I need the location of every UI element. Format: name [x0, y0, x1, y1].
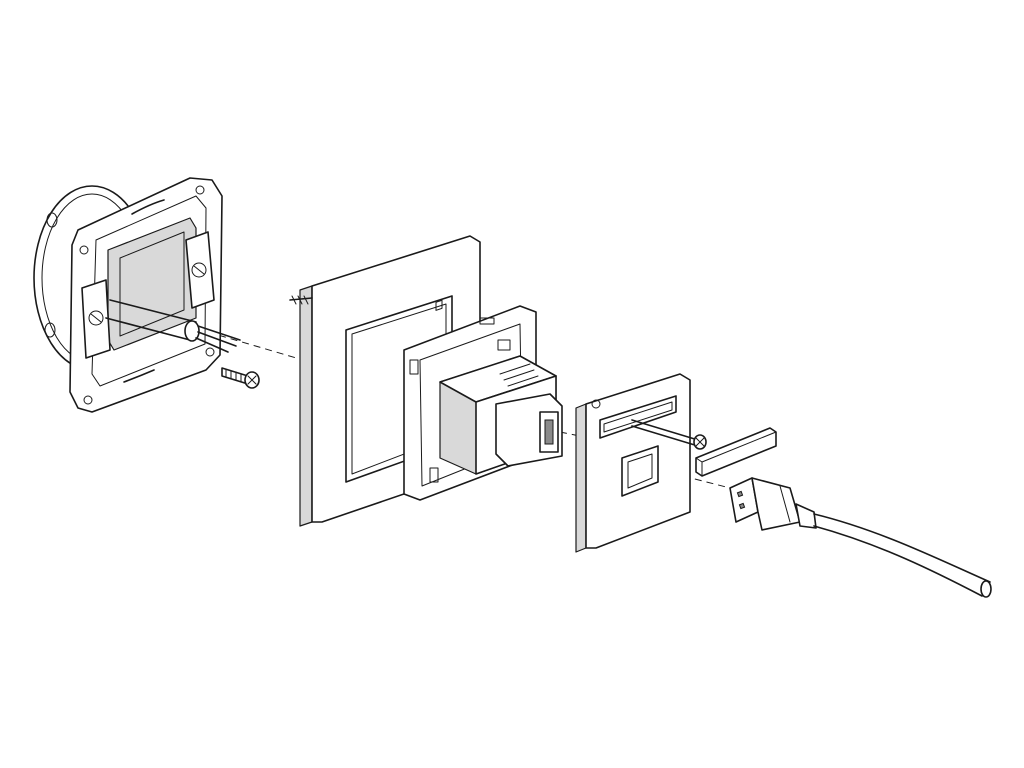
guide-line-module-to-plate — [559, 431, 601, 441]
cable-sheath-bottom — [105, 317, 191, 341]
label-strip-body — [695, 427, 777, 477]
usb-cable-plug — [729, 477, 992, 598]
mounting-box-with-support-frame — [33, 177, 241, 413]
frame-slot-top — [131, 199, 165, 215]
cover-plate-screw — [631, 419, 707, 450]
usb-socket-module — [403, 305, 563, 501]
label-strip — [695, 427, 777, 477]
wire-1 — [197, 325, 241, 341]
terminal-clamp-left — [81, 279, 111, 359]
usb-plug-housing — [751, 477, 801, 531]
terminal-clamp-right — [185, 231, 215, 309]
cover-plate-with-label-window — [575, 373, 691, 553]
screw-shaft — [631, 419, 699, 441]
fixing-screw — [221, 367, 260, 389]
frame-slot-bottom — [123, 369, 155, 383]
usb-cable-bottom — [813, 525, 983, 597]
cover-plate-usb-opening — [621, 445, 659, 497]
wire-2 — [197, 331, 237, 347]
cable-sheath-top — [109, 299, 197, 323]
cover-plate-edge — [575, 403, 587, 553]
usb-plug-strain-relief — [795, 503, 817, 529]
usb-cable-top — [813, 513, 991, 583]
cover-frame-edge — [299, 285, 313, 527]
usb-cable-end — [980, 580, 992, 598]
wire-3 — [195, 337, 229, 353]
